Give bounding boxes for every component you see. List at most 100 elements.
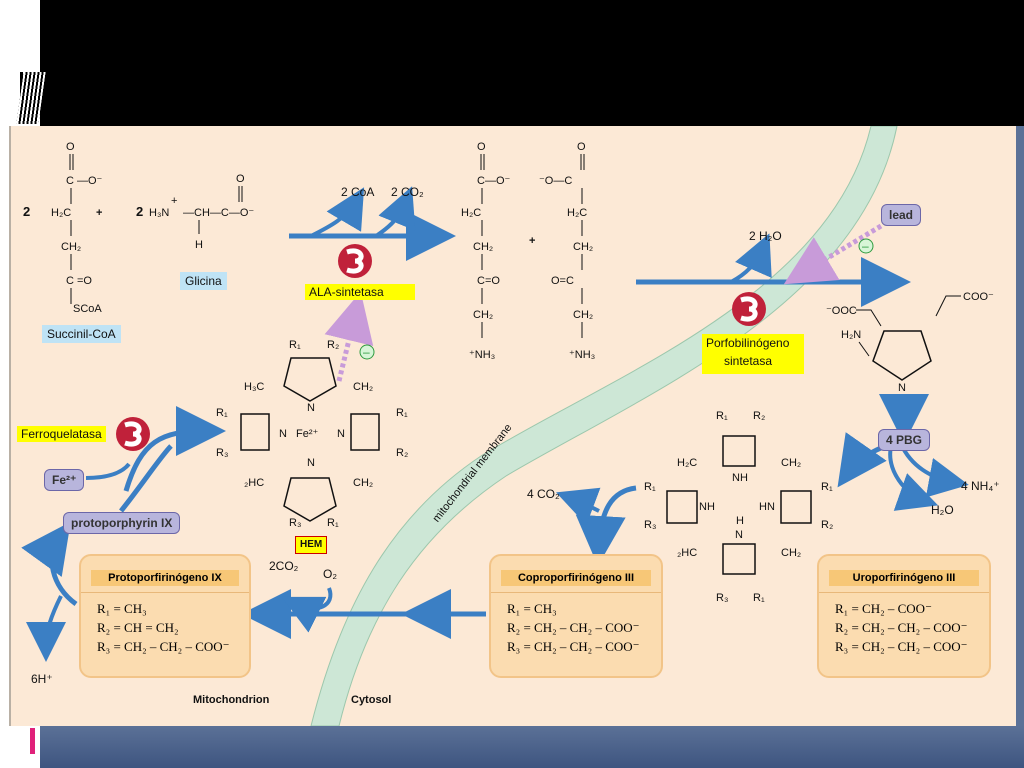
svg-text:CH₂: CH₂ [353,381,373,393]
ala-molecules: O C—O⁻ H₂C CH₂ C=O CH₂ ⁺NH₃ + O ⁻O—C H₂C… [461,141,595,361]
pbg-label: 4 PBG [878,429,931,451]
svg-text:C—O⁻: C—O⁻ [477,175,511,187]
slide-right-strip [1016,126,1024,726]
heme-pathway-diagram: 2 O C—O⁻ H₂C+ CH₂ C=O SCoA 2 H₃N+—CH—C—O… [9,126,1016,726]
svg-text:C: C [66,275,74,287]
svg-text:–: – [363,345,370,359]
svg-text:CH₂: CH₂ [573,309,593,321]
coproporfirinogeno-title: Coproporfirinógeno III [501,570,651,586]
svg-text:N: N [337,428,345,440]
svg-text:₂HC: ₂HC [677,547,697,559]
svg-text:H: H [736,515,744,527]
succinil-coa-label: Succinil-CoA [42,325,121,343]
glycine-structure: 2 H₃N+—CH—C—O⁻ O H [136,173,254,251]
svg-text:H₂N: H₂N [841,329,861,341]
svg-text:NH: NH [732,472,748,484]
cytosol-label: Cytosol [351,694,392,706]
lead-inhibition-arrow [783,223,883,285]
svg-text:N: N [898,382,906,394]
svg-text:C: C [66,175,74,187]
svg-text:H₃C: H₃C [244,381,264,393]
slide-bottom-band [40,726,1024,768]
svg-text:O: O [577,141,586,153]
h2o-label: H₂O [931,503,954,517]
svg-text:O=C: O=C [551,275,574,287]
uroporfirinogeno-r2: R₂ = CH₂ – CH₂ – COO⁻ [835,620,968,635]
svg-text:C=O: C=O [477,275,500,287]
svg-text:+: + [96,207,102,219]
svg-text:R₁: R₁ [644,481,656,493]
svg-text:₂HC: ₂HC [244,477,264,489]
glicina-label: Glicina [180,272,227,290]
pbg-synthase-line1: Porfobilinógeno [706,336,790,350]
svg-text:H₂C: H₂C [567,207,587,219]
svg-text:CH₂: CH₂ [353,477,373,489]
svg-text:R₂: R₂ [821,519,833,531]
enzyme-icon-pbg [732,292,766,326]
svg-text:2: 2 [23,204,30,219]
protoporfirinogeno-title: Protoporfirinógeno IX [91,570,239,586]
ferroquelatasa-label: Ferroquelatasa [17,426,106,442]
svg-text:R₁: R₁ [289,339,301,351]
svg-text:N: N [735,529,743,541]
svg-text:+: + [171,195,177,207]
svg-text:N: N [279,428,287,440]
o2-label: O₂ [323,567,337,581]
uroporfirinogeno-box: Uroporfirinógeno III R₁ = CH₂ – COO⁻ R₂ … [817,554,991,678]
heme-feedback-arrow [324,291,374,382]
svg-text:R₃: R₃ [216,447,228,459]
two-co2-mito-label: 2CO₂ [269,559,299,573]
six-h-label: 6H⁺ [31,672,53,686]
svg-text:CH₂: CH₂ [473,309,493,321]
protoporfirinogeno-r3: R₃ = CH₂ – CH₂ – COO⁻ [97,639,230,654]
svg-text:⁻OOC: ⁻OOC [826,305,857,317]
svg-text:R₁: R₁ [821,481,833,493]
protoporfirinogeno-r1: R₁ = CH₃ [97,601,147,616]
svg-text:—O⁻: —O⁻ [77,175,103,187]
svg-text:⁺NH₃: ⁺NH₃ [469,349,495,361]
svg-text:R₁: R₁ [753,592,765,604]
pbg-structure: ⁻OOC COO⁻ H₂N NH [826,291,994,407]
svg-text:SCoA: SCoA [73,303,102,315]
svg-text:⁺NH₃: ⁺NH₃ [569,349,595,361]
lead-label: lead [881,204,922,226]
svg-text:N: N [307,457,315,469]
svg-text:HN: HN [759,501,775,513]
protoporfirinogeno-r2: R₂ = CH = CH₂ [97,620,179,635]
coproporfirinogeno-r2: R₂ = CH₂ – CH₂ – COO⁻ [507,620,640,635]
svg-text:O: O [477,141,486,153]
coproporfirinogeno-r1: R₁ = CH₃ [507,601,557,616]
svg-text:H₂C: H₂C [51,207,71,219]
svg-text:—CH—C—O⁻: —CH—C—O⁻ [183,207,254,219]
uroporfirinogeno-r3: R₃ = CH₂ – CH₂ – COO⁻ [835,639,968,654]
svg-text:R₁: R₁ [216,407,228,419]
svg-text:COO⁻: COO⁻ [963,291,994,303]
svg-text:R₁: R₁ [716,410,728,422]
accent-bar [30,728,35,754]
svg-text:CH₂: CH₂ [781,457,801,469]
coproporfirinogeno-r3: R₃ = CH₂ – CH₂ – COO⁻ [507,639,640,654]
pbg-synthase-line2: sintetasa [724,354,773,368]
svg-text:H: H [900,395,908,407]
svg-text:H₃N: H₃N [149,207,169,219]
uroporfirinogeno-title: Uroporfirinógeno III [829,570,979,586]
svg-text:H₂C: H₂C [461,207,481,219]
svg-text:O: O [66,141,75,153]
svg-text:CH₂: CH₂ [61,241,81,253]
svg-text:Fe²⁺: Fe²⁺ [296,428,319,440]
svg-text:H: H [195,239,203,251]
four-co2-label: 4 CO₂ [527,487,560,501]
ala-sintetasa-label: ALA-sintetasa [305,284,415,300]
coproporfirinogeno-box: Coproporfirinógeno III R₁ = CH₃ R₂ = CH₂… [489,554,663,678]
svg-text:N: N [307,402,315,414]
pbg-synthase-label: Porfobilinógeno sintetasa [702,334,804,374]
mitochondrion-label: Mitochondrion [193,694,270,706]
enzyme-icon-ala [338,244,372,278]
svg-text:2: 2 [136,204,143,219]
uroporfirinogeno-r1: R₁ = CH₂ – COO⁻ [835,601,932,616]
two-h2o-label: 2 H₂O [749,229,782,243]
protoporphyrin-label: protoporphyrin IX [63,512,181,534]
svg-text:R₂: R₂ [753,410,765,422]
